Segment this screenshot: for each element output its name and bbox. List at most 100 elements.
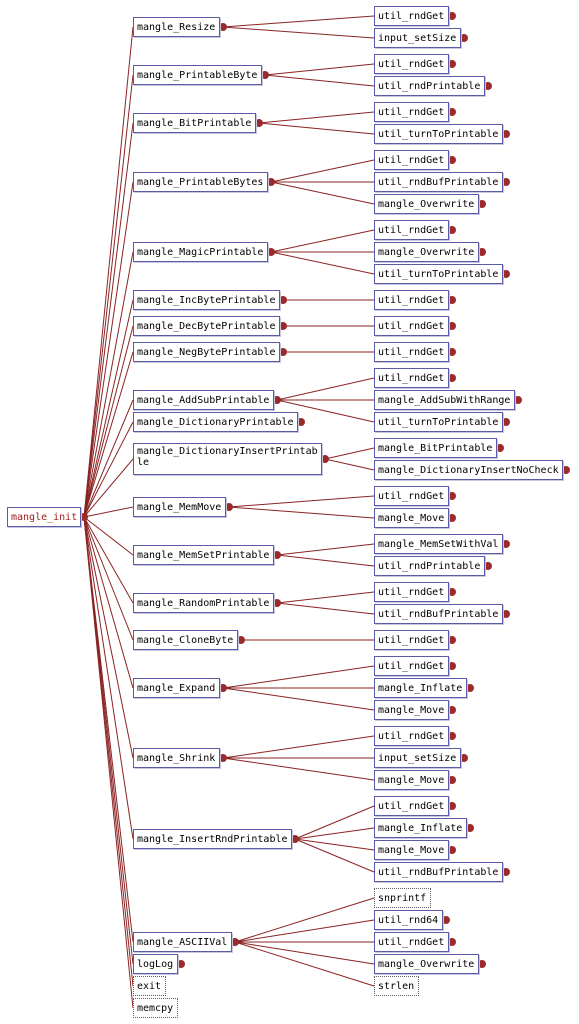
node-mangle-move[interactable]: mangle_Move — [374, 700, 449, 720]
node-util-rndprintable[interactable]: util_rndPrintable — [374, 556, 485, 576]
edge-n18-c37 — [294, 838, 375, 873]
call-dot-n19 — [231, 938, 239, 946]
node-util-rndget[interactable]: util_rndGet — [374, 290, 449, 310]
node-mangle-expand[interactable]: mangle_Expand — [133, 678, 220, 698]
node-util-turntoprintable[interactable]: util_turnToPrintable — [374, 412, 503, 432]
edge-root-n6 — [83, 299, 134, 518]
edge-n4-c9 — [270, 181, 375, 205]
edge-n19-c39 — [234, 919, 375, 943]
node-util-rnd64[interactable]: util_rnd64 — [374, 910, 443, 930]
edge-root-n8 — [83, 351, 134, 518]
node-mangle-bitprintable[interactable]: mangle_BitPrintable — [374, 438, 497, 458]
node-mangle-dictionaryinsertnocheck[interactable]: mangle_DictionaryInsertNoCheck — [374, 460, 563, 480]
call-dot-c35 — [466, 824, 474, 832]
node-loglog[interactable]: logLog — [133, 954, 178, 974]
node-mangle-randomprintable[interactable]: mangle_RandomPrintable — [133, 593, 274, 613]
node-strlen[interactable]: strlen — [374, 976, 419, 996]
node-util-rndbufprintable[interactable]: util_rndBufPrintable — [374, 862, 503, 882]
node-mangle-incbyteprintable[interactable]: mangle_IncBytePrintable — [133, 290, 280, 310]
node-util-rndget[interactable]: util_rndGet — [374, 316, 449, 336]
node-util-turntoprintable[interactable]: util_turnToPrintable — [374, 264, 503, 284]
node-mangle-overwrite[interactable]: mangle_Overwrite — [374, 194, 479, 214]
node-util-rndget[interactable]: util_rndGet — [374, 102, 449, 122]
node-mangle-printablebyte[interactable]: mangle_PrintableByte — [133, 65, 262, 85]
call-dot-c21 — [448, 492, 456, 500]
node-mangle-dictionaryinsertprintable[interactable]: mangle_DictionaryInsertPrintable — [133, 443, 322, 475]
edge-root-n12 — [83, 506, 134, 518]
node-mangle-overwrite[interactable]: mangle_Overwrite — [374, 242, 479, 262]
node-exit[interactable]: exit — [133, 976, 166, 996]
node-mangle-init[interactable]: mangle_init — [7, 507, 81, 527]
node-util-rndbufprintable[interactable]: util_rndBufPrintable — [374, 604, 503, 624]
call-dot-c6 — [502, 130, 510, 138]
node-mangle-move[interactable]: mangle_Move — [374, 770, 449, 790]
node-mangle-clonebyte[interactable]: mangle_CloneByte — [133, 630, 238, 650]
edge-n19-c42 — [234, 941, 375, 987]
node-mangle-insertrndprintable[interactable]: mangle_InsertRndPrintable — [133, 829, 292, 849]
node-util-rndget[interactable]: util_rndGet — [374, 54, 449, 74]
call-dot-c19 — [496, 444, 504, 452]
node-mangle-bitprintable[interactable]: mangle_BitPrintable — [133, 113, 256, 133]
node-util-rndget[interactable]: util_rndGet — [374, 582, 449, 602]
call-dot-c11 — [478, 248, 486, 256]
call-dot-c39 — [442, 916, 450, 924]
node-mangle-printablebytes[interactable]: mangle_PrintableBytes — [133, 172, 268, 192]
node-input-setsize[interactable]: input_setSize — [374, 748, 461, 768]
node-util-rndget[interactable]: util_rndGet — [374, 486, 449, 506]
node-util-rndget[interactable]: util_rndGet — [374, 726, 449, 746]
node-util-rndget[interactable]: util_rndGet — [374, 630, 449, 650]
edge-n3-c5 — [258, 111, 375, 124]
node-mangle-decbyteprintable[interactable]: mangle_DecBytePrintable — [133, 316, 280, 336]
call-dot-c5 — [448, 108, 456, 116]
node-mangle-addsubwithrange[interactable]: mangle_AddSubWithRange — [374, 390, 515, 410]
node-mangle-magicprintable[interactable]: mangle_MagicPrintable — [133, 242, 268, 262]
call-dot-c27 — [448, 636, 456, 644]
node-mangle-inflate[interactable]: mangle_Inflate — [374, 818, 467, 838]
node-util-rndget[interactable]: util_rndGet — [374, 368, 449, 388]
call-dot-c18 — [502, 418, 510, 426]
node-util-rndget[interactable]: util_rndGet — [374, 220, 449, 240]
node-util-rndget[interactable]: util_rndGet — [374, 150, 449, 170]
call-dot-c7 — [448, 156, 456, 164]
node-mangle-resize[interactable]: mangle_Resize — [133, 17, 220, 37]
edge-n17-c31 — [222, 735, 375, 759]
call-dot-c20 — [562, 466, 570, 474]
node-mangle-move[interactable]: mangle_Move — [374, 508, 449, 528]
node-util-turntoprintable[interactable]: util_turnToPrintable — [374, 124, 503, 144]
node-util-rndget[interactable]: util_rndGet — [374, 796, 449, 816]
node-mangle-memsetprintable[interactable]: mangle_MemSetPrintable — [133, 545, 274, 565]
node-memcpy[interactable]: memcpy — [133, 998, 178, 1018]
call-dot-n1 — [219, 23, 227, 31]
node-mangle-move[interactable]: mangle_Move — [374, 840, 449, 860]
node-mangle-memsetwithval[interactable]: mangle_MemSetWithVal — [374, 534, 503, 554]
call-dot-c16 — [448, 374, 456, 382]
node-util-rndget[interactable]: util_rndGet — [374, 6, 449, 26]
node-mangle-addsubprintable[interactable]: mangle_AddSubPrintable — [133, 390, 274, 410]
node-input-setsize[interactable]: input_setSize — [374, 28, 461, 48]
node-mangle-asciival[interactable]: mangle_ASCIIVal — [133, 932, 232, 952]
edge-n3-c6 — [258, 122, 375, 135]
node-mangle-memmove[interactable]: mangle_MemMove — [133, 497, 226, 517]
node-util-rndbufprintable[interactable]: util_rndBufPrintable — [374, 172, 503, 192]
node-mangle-negbyteprintable[interactable]: mangle_NegBytePrintable — [133, 342, 280, 362]
node-mangle-overwrite[interactable]: mangle_Overwrite — [374, 954, 479, 974]
edge-root-n22 — [83, 516, 134, 1009]
node-mangle-shrink[interactable]: mangle_Shrink — [133, 748, 220, 768]
node-snprintf[interactable]: snprintf — [374, 888, 431, 908]
call-dot-c4 — [484, 82, 492, 90]
node-mangle-dictionaryprintable[interactable]: mangle_DictionaryPrintable — [133, 412, 298, 432]
edge-n5-c12 — [270, 251, 375, 275]
call-dot-n6 — [279, 296, 287, 304]
edge-n11-c19 — [324, 447, 375, 460]
edge-root-n15 — [83, 516, 134, 641]
edge-n17-c33 — [222, 757, 375, 781]
node-util-rndget[interactable]: util_rndGet — [374, 342, 449, 362]
node-util-rndget[interactable]: util_rndGet — [374, 656, 449, 676]
edge-root-n10 — [83, 421, 134, 518]
node-util-rndget[interactable]: util_rndGet — [374, 932, 449, 952]
call-dot-c14 — [448, 322, 456, 330]
edge-root-n16 — [83, 516, 134, 689]
node-mangle-inflate[interactable]: mangle_Inflate — [374, 678, 467, 698]
node-util-rndprintable[interactable]: util_rndPrintable — [374, 76, 485, 96]
